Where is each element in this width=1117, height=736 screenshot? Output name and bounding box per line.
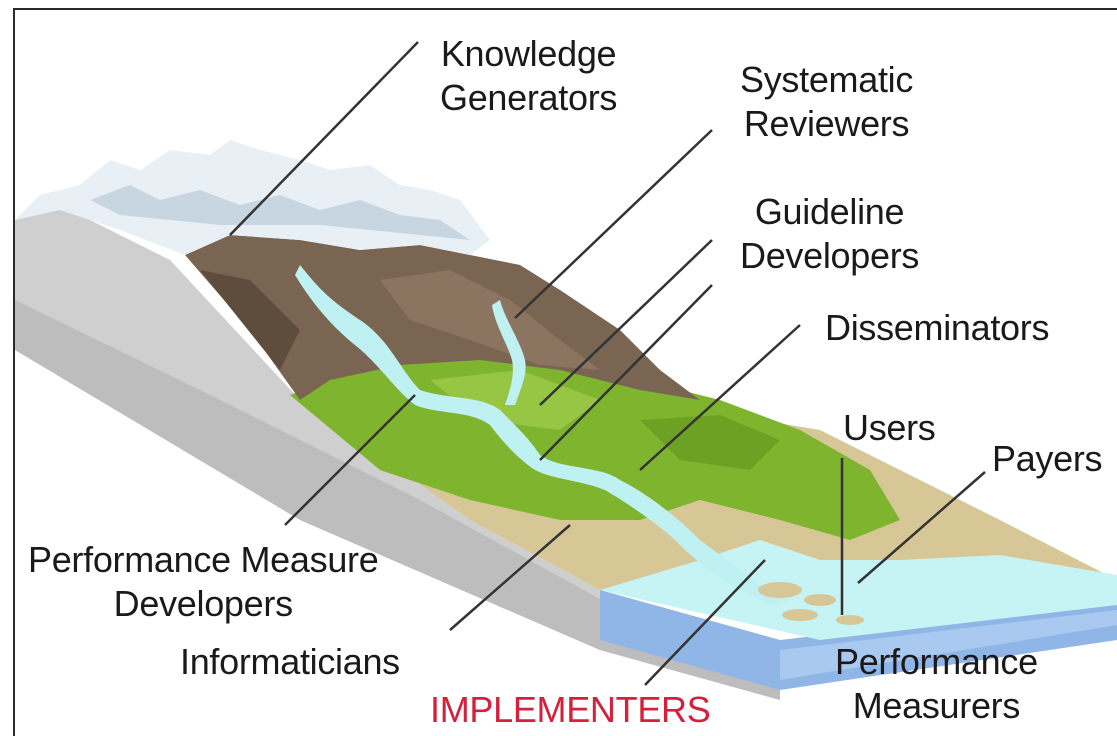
label-line: Payers	[992, 438, 1103, 479]
label-disseminators: Disseminators	[825, 306, 1049, 350]
pointer-systematic-reviewers	[514, 129, 713, 319]
mountain-dark	[200, 270, 300, 370]
label-systematic-reviewers: Systematic Reviewers	[740, 58, 913, 146]
label-line: Guideline	[754, 191, 905, 232]
label-line: Knowledge	[440, 33, 617, 74]
lake-side-face	[600, 590, 1117, 690]
pointer-performance-measure-developers	[284, 394, 416, 526]
label-line: Developers	[113, 583, 293, 624]
river	[295, 265, 790, 605]
label-users: Users	[843, 406, 936, 450]
label-guideline-developers: Guideline Developers	[740, 190, 919, 278]
pointer-disseminators	[639, 324, 801, 471]
label-line: Disseminators	[825, 307, 1050, 348]
pointer-implementers	[644, 559, 766, 686]
frame-border	[13, 8, 1117, 736]
river-upper	[492, 300, 526, 405]
label-line: Systematic	[740, 59, 914, 100]
lake-side-face-lower	[780, 610, 1117, 680]
label-payers: Payers	[992, 437, 1103, 481]
label-line: Developers	[740, 235, 920, 276]
label-line: Generators	[440, 77, 618, 118]
label-line: Performance	[835, 641, 1038, 682]
delta-island	[804, 594, 836, 606]
label-performance-measure-developers: Performance Measure Developers	[28, 538, 379, 626]
pointer-lines	[229, 41, 986, 686]
label-line: IMPLEMENTERS	[430, 689, 711, 730]
label-line: Informaticians	[180, 641, 400, 682]
grass-patch	[640, 415, 780, 470]
label-line: Users	[843, 407, 936, 448]
terrain-side-shadow	[15, 300, 780, 700]
label-line: Performance Measure	[28, 539, 379, 580]
pointer-guideline-developers	[539, 239, 713, 406]
delta-island	[758, 582, 802, 598]
label-informaticians: Informaticians	[180, 640, 400, 684]
delta-island	[836, 615, 864, 625]
mountain-shade	[380, 270, 600, 370]
label-line: Reviewers	[743, 103, 910, 144]
pointer-payers	[857, 471, 986, 584]
delta-island	[782, 609, 818, 621]
pointer-informaticians-upper	[539, 284, 713, 461]
label-implementers: IMPLEMENTERS	[430, 688, 711, 732]
pointer-knowledge-generators	[229, 41, 419, 236]
label-line: Measurers	[852, 685, 1021, 726]
snow-shadows	[90, 185, 470, 240]
label-performance-measurers: Performance Measurers	[835, 640, 1038, 728]
terrain-side-face	[15, 205, 780, 700]
pointer-informaticians	[449, 524, 571, 631]
label-knowledge-generators: Knowledge Generators	[440, 32, 617, 120]
